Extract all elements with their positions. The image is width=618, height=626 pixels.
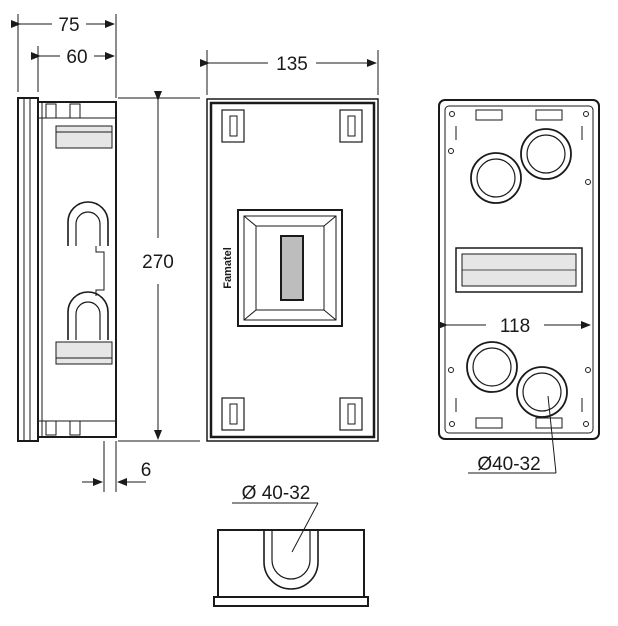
side-knockout-upper xyxy=(67,201,109,246)
dim-total-depth: 75 xyxy=(58,15,79,36)
side-frame xyxy=(17,97,39,442)
dim-box-depth: 60 xyxy=(66,47,87,68)
front-dimensions xyxy=(200,50,379,95)
side-dimensions xyxy=(11,14,200,492)
screw-slot-br xyxy=(339,397,363,431)
side-box-body xyxy=(37,101,117,438)
screw-slot-bl xyxy=(221,397,245,431)
side-rail-top xyxy=(55,125,113,149)
back-view xyxy=(438,99,600,440)
dim-frame-thickness: 6 xyxy=(141,460,152,481)
back-knockout-3 xyxy=(466,341,518,393)
top-knockout xyxy=(263,530,319,590)
screw-slot-tr xyxy=(339,109,363,143)
screw-slot-tl xyxy=(221,109,245,143)
brand-label: Famatel xyxy=(222,247,234,289)
back-knockout-1 xyxy=(470,152,522,204)
front-view xyxy=(206,98,379,442)
top-frame xyxy=(213,596,369,607)
side-knockout-lower xyxy=(67,291,109,340)
back-knockout-2 xyxy=(520,128,572,180)
front-frame-inner xyxy=(209,101,376,439)
dim-knockout-back: Ø40-32 xyxy=(477,454,540,475)
top-view xyxy=(213,502,369,607)
back-knockout-4 xyxy=(516,366,568,418)
dim-knockout-top: Ø 40-32 xyxy=(242,483,311,504)
dim-width: 135 xyxy=(276,54,308,75)
dim-inner-width: 118 xyxy=(500,316,530,337)
side-view xyxy=(17,97,117,442)
side-rail-bottom xyxy=(55,341,113,365)
breaker-toggle xyxy=(280,235,304,301)
dim-height: 270 xyxy=(142,252,174,273)
back-dimensions xyxy=(438,321,591,474)
